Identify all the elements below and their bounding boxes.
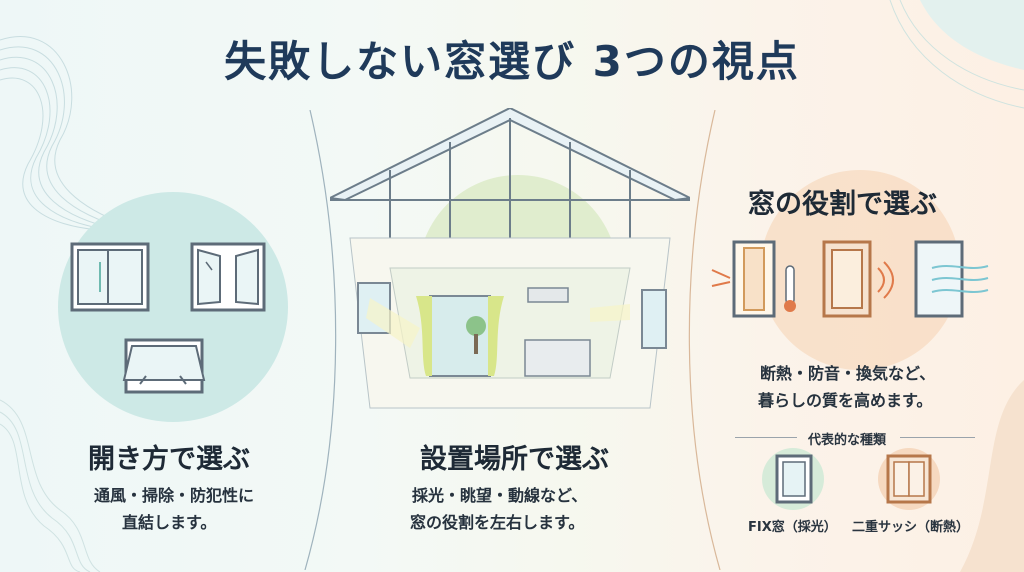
wave-decoration-bottom-left bbox=[0, 399, 101, 572]
double-sash-window-icon bbox=[886, 454, 932, 504]
types-divider-left bbox=[735, 437, 797, 438]
sliding-window-icon bbox=[70, 242, 150, 312]
double-sash-label: 二重サッシ（断熱） bbox=[852, 520, 970, 535]
fix-window-label: FIX窓（採光） bbox=[748, 520, 837, 535]
role-heading: 窓の役割で選ぶ bbox=[748, 189, 937, 220]
casement-window-icon bbox=[190, 242, 266, 312]
page-title: 失敗しない窓選び 3つの視点 bbox=[224, 37, 800, 86]
role-description-line2: 暮らしの質を高めます。 bbox=[758, 391, 933, 410]
types-label: 代表的な種類 bbox=[808, 433, 887, 448]
soundproof-window-icon bbox=[822, 240, 894, 318]
section-divider-left bbox=[304, 110, 337, 570]
location-description-line2: 窓の役割を左右します。 bbox=[410, 513, 585, 532]
wave-decoration-bottom-right bbox=[960, 380, 1024, 572]
ventilation-window-icon bbox=[914, 240, 989, 318]
insulation-window-icon bbox=[711, 240, 796, 318]
location-heading: 設置場所で選ぶ bbox=[420, 444, 609, 475]
wave-decoration-top-left bbox=[0, 36, 141, 230]
location-description-line1: 採光・眺望・動線など、 bbox=[412, 486, 588, 505]
opening-type-description-line1: 通風・掃除・防犯性に bbox=[94, 486, 255, 505]
awning-window-icon bbox=[122, 338, 206, 394]
house-interior-illustration bbox=[330, 108, 690, 409]
opening-type-heading: 開き方で選ぶ bbox=[88, 444, 250, 475]
opening-type-description-line2: 直結します。 bbox=[122, 513, 217, 532]
fix-window-icon bbox=[775, 454, 813, 504]
section-divider-right bbox=[688, 110, 721, 570]
wave-decoration-top-right bbox=[889, 0, 1024, 109]
role-description-line1: 断熱・防音・換気など、 bbox=[760, 364, 936, 383]
types-divider-right bbox=[900, 437, 975, 438]
